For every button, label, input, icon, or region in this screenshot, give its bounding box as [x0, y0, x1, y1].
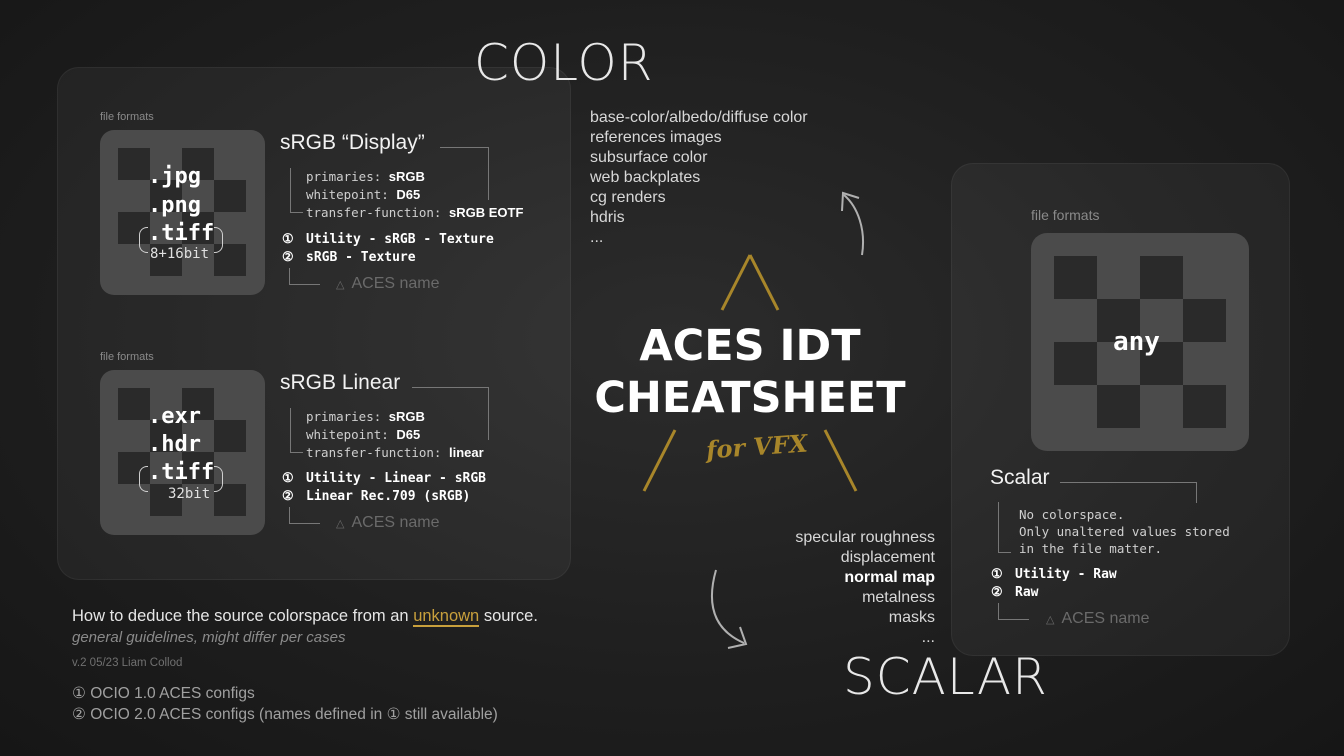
version-credit: v.2 05/23 Liam Collod [72, 657, 183, 669]
description-line: No colorspace. [1019, 507, 1125, 522]
title-triangle [642, 254, 858, 492]
file-formats-label: file formats [1031, 207, 1100, 223]
props-bracket [290, 168, 303, 213]
file-format-tile [1031, 233, 1249, 451]
title-bracket [1060, 482, 1197, 503]
color-uses-list: base-color/albedo/diffuse color referenc… [590, 108, 808, 248]
arrow-up-icon [841, 191, 864, 256]
footer-description: How to deduce the source colorspace from… [72, 607, 538, 627]
list-item: subsurface color [590, 149, 708, 166]
extension-hdr: .hdr [148, 432, 201, 457]
bracket-left [139, 466, 148, 492]
bit-depth: 8+16bit [150, 246, 210, 262]
triangle-icon: △ [1046, 614, 1055, 626]
list-item: masks [888, 609, 935, 626]
triangle-icon: △ [336, 518, 345, 530]
prop-whitepoint: whitepoint: D65 [306, 187, 421, 202]
title-bracket [440, 147, 489, 200]
list-item: ... [590, 229, 604, 246]
extension-png: .png [148, 193, 201, 218]
footnote-2: ② OCIO 2.0 ACES configs (names defined i… [72, 706, 498, 723]
list-item: references images [590, 129, 722, 146]
extension-jpg: .jpg [148, 164, 201, 189]
footnote-1: ① OCIO 1.0 ACES configs [72, 685, 255, 702]
file-formats-label: file formats [100, 351, 154, 363]
scalar-heading: SCALAR [843, 648, 1048, 706]
extension-exr: .exr [148, 404, 201, 429]
title-bracket [412, 387, 489, 440]
aces-name-label: △ACES name [1046, 610, 1150, 627]
list-item: cg renders [590, 189, 666, 206]
list-item: web backplates [590, 169, 701, 186]
list-item: displacement [840, 549, 935, 566]
description-line: Only unaltered values stored [1019, 524, 1230, 539]
aces-name-label: △ACES name [336, 275, 440, 292]
list-item: ... [921, 629, 935, 646]
aces-bracket [998, 603, 1029, 620]
cheatsheet-title: ACES IDT CHEATSHEET [590, 320, 910, 424]
footer-subtitle: general guidelines, might differ per cas… [72, 629, 346, 646]
aces-bracket [289, 268, 320, 285]
props-bracket [290, 408, 303, 453]
prop-primaries: primaries: sRGB [306, 169, 425, 184]
title-line-1: ACES IDT [639, 321, 861, 371]
bit-depth: 32bit [168, 486, 211, 502]
title-line-2: CHEATSHEET [594, 373, 906, 423]
prop-transfer-function: transfer-function: sRGB EOTF [306, 205, 524, 220]
colorspace-title: sRGB Linear [280, 371, 401, 394]
scalar-uses-list: specular roughness displacement normal m… [735, 528, 935, 648]
file-format-tile [100, 370, 265, 535]
bracket-left [139, 227, 148, 253]
extension-tiff: .tiff [148, 221, 215, 246]
aces-name-label: △ACES name [336, 514, 440, 531]
list-item: base-color/albedo/diffuse color [590, 109, 808, 126]
prop-primaries: primaries: sRGB [306, 409, 425, 424]
description-line: in the file matter. [1019, 541, 1162, 556]
prop-transfer-function: transfer-function: linear [306, 445, 484, 460]
triangle-icon: △ [336, 279, 345, 291]
list-item: hdris [590, 209, 625, 226]
extension-any: any [1113, 327, 1160, 357]
aces-bracket [289, 507, 320, 524]
arrow-down-icon [710, 569, 748, 649]
list-item: specular roughness [795, 529, 935, 546]
desc-bracket [998, 502, 1011, 553]
file-format-tile [100, 130, 265, 295]
file-formats-label: file formats [100, 111, 154, 123]
list-item: metalness [862, 589, 935, 606]
bracket-right [214, 227, 223, 253]
bracket-right [214, 466, 223, 492]
list-item: normal map [844, 569, 935, 586]
color-heading: COLOR [474, 34, 654, 92]
scalar-description: No colorspace. Only unaltered values sto… [1019, 506, 1230, 557]
colorspace-title: Scalar [990, 466, 1050, 489]
prop-whitepoint: whitepoint: D65 [306, 427, 421, 442]
extension-tiff: .tiff [148, 460, 215, 485]
colorspace-title: sRGB “Display” [280, 131, 425, 154]
